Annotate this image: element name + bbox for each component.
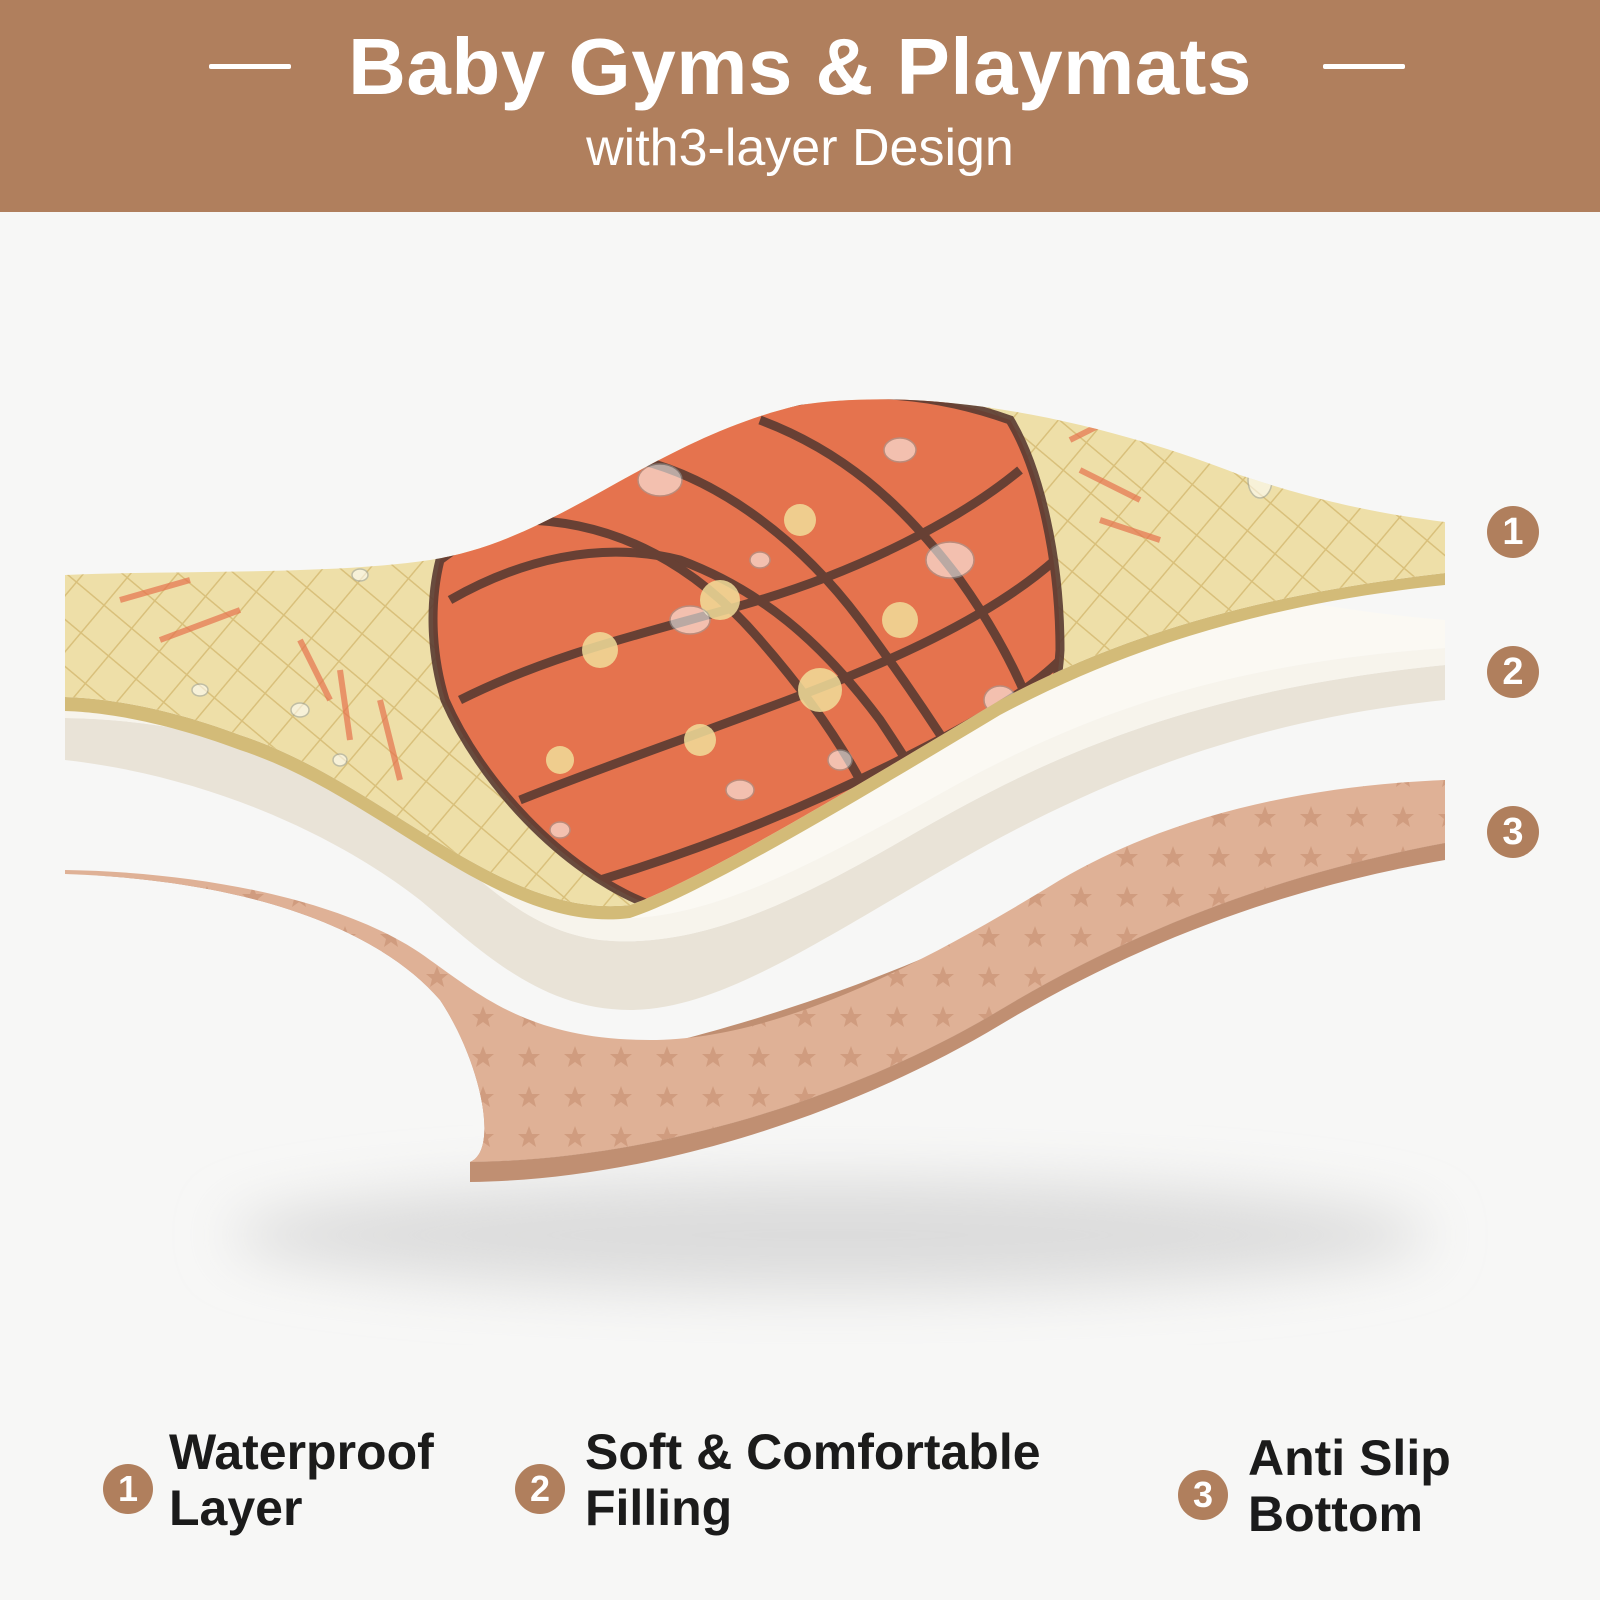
title-dash-left (209, 64, 291, 69)
feature-label-line2: Filling (585, 1480, 733, 1536)
feature-label-line2: Layer (169, 1480, 303, 1536)
layer-illustration (65, 399, 1445, 1290)
feature-number-badge: 3 (1178, 1470, 1228, 1520)
bottom-layer (65, 780, 1445, 1182)
feature-label-line1: Waterproof (169, 1424, 434, 1480)
feature-label-line1: Anti Slip (1248, 1430, 1451, 1486)
header-banner: Baby Gyms & Playmats with3-layer Design (0, 0, 1600, 212)
title-dash-right (1323, 64, 1405, 69)
page-subtitle: with3-layer Design (586, 119, 1014, 177)
feature-number-badge: 1 (103, 1464, 153, 1514)
page-title: Baby Gyms & Playmats (348, 22, 1252, 111)
feature-label: Waterproof Layer (169, 1424, 434, 1536)
feature-label-line2: Bottom (1248, 1486, 1423, 1542)
feature-waterproof: 1 Waterproof Layer (103, 1424, 463, 1544)
feature-label: Anti Slip Bottom (1248, 1430, 1451, 1542)
feature-number-badge: 2 (515, 1464, 565, 1514)
floor-shadow (230, 1180, 1430, 1290)
side-marker-3: 3 (1487, 806, 1539, 858)
feature-anti-slip: 3 Anti Slip Bottom (1178, 1430, 1498, 1550)
side-marker-2: 2 (1487, 646, 1539, 698)
feature-label: Soft & Comfortable Filling (585, 1424, 1041, 1536)
feature-filling: 2 Soft & Comfortable Filling (515, 1424, 1075, 1544)
feature-label-line1: Soft & Comfortable (585, 1424, 1041, 1480)
side-marker-1: 1 (1487, 506, 1539, 558)
